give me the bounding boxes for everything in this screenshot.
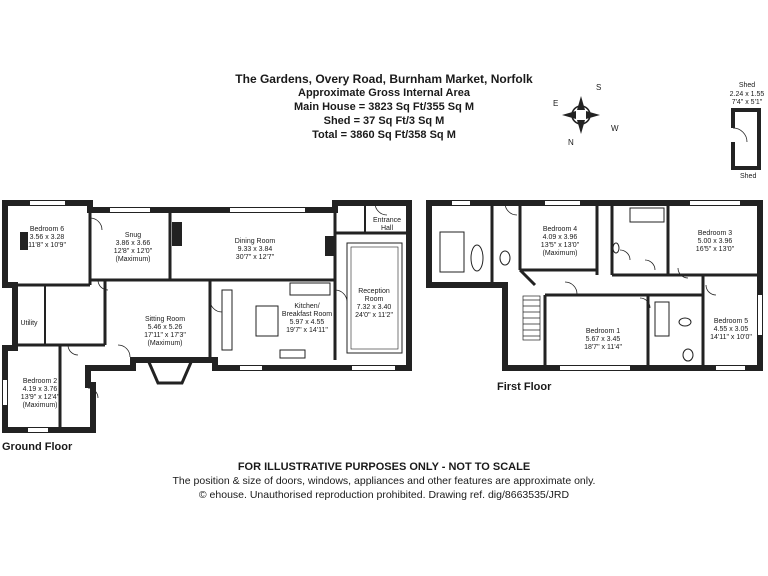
- total-area: Total = 3860 Sq Ft/358 Sq M: [312, 129, 456, 141]
- bedroom3-name: Bedroom 3: [698, 230, 732, 237]
- bedroom1-ft: 18'7" x 11'4": [584, 344, 622, 351]
- reception-ft: 24'0" x 11'2": [355, 312, 393, 319]
- kitchen-ft: 19'7" x 14'11": [286, 327, 328, 334]
- snug-name: Snug: [125, 232, 141, 239]
- features-note: The position & size of doors, windows, a…: [172, 475, 596, 487]
- dining-name: Dining Room: [235, 238, 276, 245]
- utility-name: Utility: [20, 320, 38, 327]
- first-floor-plan: [426, 200, 763, 371]
- compass-w: W: [611, 124, 619, 133]
- reception-name1: Reception: [358, 288, 390, 295]
- shed-dim-m: 2.24 x 1.55: [730, 91, 765, 98]
- shed-caption: Shed: [739, 82, 755, 89]
- ground-floor-labels: Bedroom 6 3.56 x 3.28 11'8" x 10'9" Snug…: [20, 217, 401, 409]
- reception-m: 7.32 x 3.40: [357, 304, 392, 311]
- bedroom6-name: Bedroom 6: [30, 226, 64, 233]
- bedroom2-note: (Maximum): [23, 402, 58, 409]
- sitting-ft: 17'11" x 17'3": [144, 332, 186, 339]
- bedroom2-ft: 13'9" x 12'4": [21, 394, 60, 401]
- snug-ft: 12'8" x 12'0": [114, 248, 153, 255]
- bedroom4-ft: 13'5" x 13'0": [541, 242, 580, 249]
- bedroom5-ft: 14'11" x 10'0": [710, 334, 752, 341]
- sitting-m: 5.46 x 5.26: [148, 324, 183, 331]
- bedroom5-name: Bedroom 5: [714, 318, 748, 325]
- bedroom6-m: 3.56 x 3.28: [30, 234, 65, 241]
- copyright-note: © ehouse. Unauthorised reproduction proh…: [198, 489, 570, 501]
- bedroom4-m: 4.09 x 3.96: [543, 234, 578, 241]
- first-floor-label: First Floor: [497, 381, 552, 393]
- shed-plan: Shed 2.24 x 1.55 7'4" x 5'1" Shed: [730, 82, 765, 180]
- entrance-name2: Hall: [381, 225, 394, 232]
- shed-dim-ft: 7'4" x 5'1": [732, 99, 763, 106]
- ground-floor-label: Ground Floor: [2, 441, 73, 453]
- shed-label: Shed: [740, 173, 756, 180]
- dining-m: 9.33 x 3.84: [238, 246, 273, 253]
- bedroom1-name: Bedroom 1: [586, 328, 620, 335]
- snug-m: 3.86 x 3.66: [116, 240, 151, 247]
- compass-e: E: [553, 99, 558, 108]
- ground-floor-plan: [2, 200, 412, 433]
- bedroom2-name: Bedroom 2: [23, 378, 57, 385]
- dining-ft: 30'7" x 12'7": [236, 254, 275, 261]
- entrance-name1: Entrance: [373, 217, 401, 224]
- snug-note: (Maximum): [116, 256, 151, 263]
- bedroom3-ft: 16'5" x 13'0": [696, 246, 735, 253]
- bedroom6-ft: 11'8" x 10'9": [28, 242, 66, 249]
- bedroom4-name: Bedroom 4: [543, 226, 577, 233]
- bedroom3-m: 5.00 x 3.96: [698, 238, 733, 245]
- kitchen-name2: Breakfast Room: [282, 311, 332, 318]
- disclaimer: FOR ILLUSTRATIVE PURPOSES ONLY - NOT TO …: [237, 461, 531, 473]
- sitting-note: (Maximum): [148, 340, 183, 347]
- compass-n: N: [568, 138, 574, 147]
- compass-s: S: [596, 83, 601, 92]
- plan-footer: FOR ILLUSTRATIVE PURPOSES ONLY - NOT TO …: [0, 460, 768, 502]
- sitting-name: Sitting Room: [145, 316, 185, 323]
- property-title: The Gardens, Overy Road, Burnham Market,…: [235, 72, 533, 86]
- compass-icon: S E W N: [553, 83, 619, 147]
- reception-name2: Room: [365, 296, 384, 303]
- bedroom2-m: 4.19 x 3.76: [23, 386, 58, 393]
- bedroom5-m: 4.55 x 3.05: [714, 326, 749, 333]
- kitchen-m: 5.97 x 4.55: [290, 319, 325, 326]
- bedroom1-m: 5.67 x 3.45: [586, 336, 621, 343]
- main-house-area: Main House = 3823 Sq Ft/355 Sq M: [293, 101, 475, 113]
- area-subtitle: Approximate Gross Internal Area: [298, 87, 470, 99]
- plan-header: The Gardens, Overy Road, Burnham Market,…: [0, 72, 768, 142]
- kitchen-name1: Kitchen/: [294, 303, 319, 310]
- first-floor-labels: Bedroom 4 4.09 x 3.96 13'5" x 13'0" (Max…: [541, 226, 753, 351]
- bedroom4-note: (Maximum): [543, 250, 578, 257]
- shed-area: Shed = 37 Sq Ft/3 Sq M: [323, 115, 445, 127]
